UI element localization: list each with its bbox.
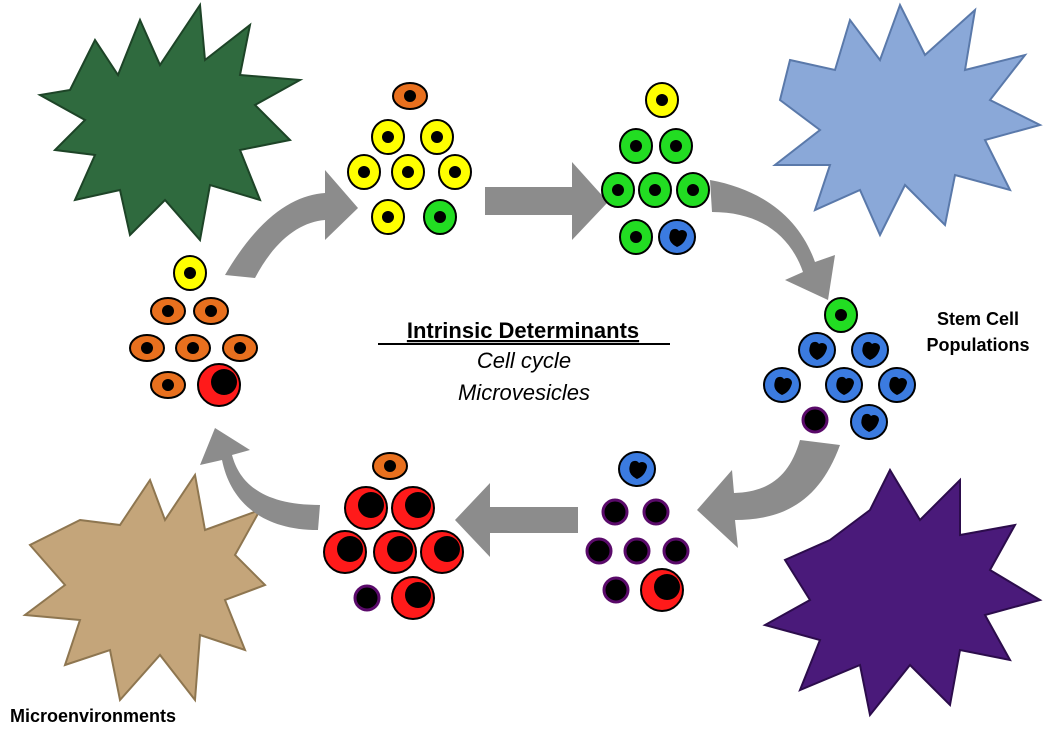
red-cell-nucleus bbox=[434, 536, 460, 562]
green-cell-nucleus bbox=[434, 211, 446, 223]
orange-cell-nucleus bbox=[205, 305, 217, 317]
yellow-cell-nucleus bbox=[382, 131, 394, 143]
blue-cell-nucleus bbox=[862, 341, 880, 360]
purple-cell bbox=[662, 537, 690, 565]
stem-cell-label-line2: Populations bbox=[927, 335, 1030, 355]
purple-cell bbox=[353, 584, 381, 612]
center-line-cell-cycle: Cell cycle bbox=[477, 348, 571, 373]
yellow-cell-nucleus bbox=[402, 166, 414, 178]
flow-arrow-bottom-left bbox=[455, 483, 578, 557]
red-cell-nucleus bbox=[387, 536, 413, 562]
flow-arrow-left-up bbox=[200, 428, 320, 530]
yellow-cell-nucleus bbox=[382, 211, 394, 223]
center-line-microvesicles: Microvesicles bbox=[458, 380, 590, 405]
purple-cell bbox=[602, 576, 630, 604]
purple-cell bbox=[601, 498, 629, 526]
orange-cell-nucleus bbox=[162, 305, 174, 317]
blue-cell-nucleus bbox=[889, 376, 907, 395]
cell-clusters bbox=[129, 82, 916, 620]
red-cell-nucleus bbox=[358, 492, 384, 518]
purple-cell bbox=[642, 498, 670, 526]
orange-cell-nucleus bbox=[234, 342, 246, 354]
orange-cell-nucleus bbox=[187, 342, 199, 354]
purple-cell bbox=[585, 537, 613, 565]
green-cell-nucleus bbox=[612, 184, 624, 196]
orange-cell-nucleus bbox=[162, 379, 174, 391]
microenvironments-label: Microenvironments bbox=[10, 706, 176, 726]
purple-cell bbox=[623, 537, 651, 565]
yellow-cell-nucleus bbox=[358, 166, 370, 178]
green-cell-nucleus bbox=[649, 184, 661, 196]
flow-arrow-top-right bbox=[485, 162, 608, 240]
blue-cell-nucleus bbox=[861, 413, 879, 432]
red-cell-nucleus bbox=[211, 369, 237, 395]
orange-cell-nucleus bbox=[141, 342, 153, 354]
blue-cell-nucleus bbox=[774, 376, 792, 395]
stem-cell-label-line1: Stem Cell bbox=[937, 309, 1019, 329]
flow-arrow-right-down bbox=[710, 180, 835, 300]
yellow-cell-nucleus bbox=[431, 131, 443, 143]
green-cell-nucleus bbox=[687, 184, 699, 196]
green-cell-nucleus bbox=[670, 140, 682, 152]
blue-cell-nucleus bbox=[836, 376, 854, 395]
flow-arrow-top bbox=[225, 170, 358, 278]
blue-cell-nucleus bbox=[669, 228, 687, 247]
microenvironment-starburst-tan bbox=[22, 472, 267, 703]
yellow-cell-nucleus bbox=[184, 267, 196, 279]
orange-cell-nucleus bbox=[404, 90, 416, 102]
red-cell-nucleus bbox=[405, 582, 431, 608]
yellow-cell-nucleus bbox=[656, 94, 668, 106]
red-cell-nucleus bbox=[654, 574, 680, 600]
red-cell-nucleus bbox=[337, 536, 363, 562]
microenvironment-starburst-blue bbox=[772, 2, 1043, 238]
red-cell-nucleus bbox=[405, 492, 431, 518]
center-title: Intrinsic Determinants bbox=[407, 318, 639, 343]
green-cell-nucleus bbox=[630, 140, 642, 152]
green-cell-nucleus bbox=[630, 231, 642, 243]
microenvironment-starburst-green bbox=[37, 2, 304, 243]
microenvironment-starburst-purple bbox=[762, 467, 1043, 718]
blue-cell-nucleus bbox=[629, 460, 647, 479]
purple-cell bbox=[801, 406, 829, 434]
yellow-cell-nucleus bbox=[449, 166, 461, 178]
blue-cell-nucleus bbox=[809, 341, 827, 360]
orange-cell-nucleus bbox=[384, 460, 396, 472]
green-cell-nucleus bbox=[835, 309, 847, 321]
flow-arrow-right-bottom bbox=[697, 440, 840, 548]
